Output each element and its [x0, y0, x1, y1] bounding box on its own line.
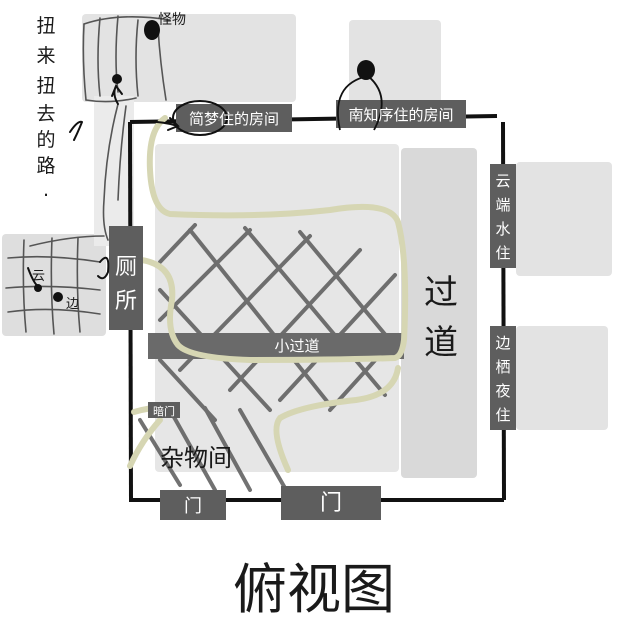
side-note-char: 来 [36, 45, 55, 67]
top-middle-room-block [349, 20, 441, 104]
monster-dot-small-icon [112, 74, 122, 84]
yun-dot-icon [34, 284, 42, 292]
toilet-char: 所 [115, 289, 137, 314]
bian-handwritten-label: 边 [66, 297, 79, 312]
secret-door-label: 暗门 [153, 404, 175, 418]
secret-door-label-box [148, 402, 180, 418]
nanzhiyu-dot-icon [357, 60, 375, 80]
right-top-room-block [516, 162, 612, 276]
right-bottom-room-block [516, 326, 608, 430]
scribble-marks [5, 15, 171, 335]
yunduan-char: 端 [495, 196, 510, 214]
nanzhiyu-room-label: 南知序住的房间 [348, 106, 453, 124]
door-left-box [160, 490, 226, 520]
hook-mark-icon [97, 256, 110, 280]
yunduan-char: 住 [495, 244, 510, 262]
door-left-label: 门 [184, 496, 202, 517]
bianqi-room-label: 边 栖 夜 住 [495, 334, 510, 424]
side-note-char: 路 [36, 155, 55, 177]
main-corridor-char: 道 [424, 323, 458, 363]
side-note-char: 扭 [36, 15, 55, 37]
jianmeng-room-label: 简梦住的房间 [189, 110, 279, 128]
main-corridor-label: 过 道 [424, 273, 458, 363]
bianqi-room-label-box [490, 326, 516, 430]
bianqi-char: 边 [495, 334, 510, 352]
yunduan-char: 水 [495, 220, 510, 238]
mark-7-icon [69, 120, 83, 141]
main-corridor-char: 过 [424, 273, 458, 313]
yunduan-room-label: 云 端 水 住 [495, 172, 510, 262]
door-right-label: 门 [320, 491, 342, 516]
label-boxes [109, 100, 516, 520]
side-note-char: 的 [36, 129, 55, 151]
toilet-label: 厕 所 [115, 255, 137, 314]
toilet-label-box [109, 226, 143, 330]
side-note-char: . [43, 179, 49, 201]
left-room-block [2, 234, 106, 336]
door-right-box [281, 486, 381, 520]
jianmeng-circle-mark [172, 100, 228, 136]
yunduan-room-label-box [490, 164, 516, 268]
bian-dot-icon [53, 292, 63, 302]
toilet-char: 厕 [115, 255, 137, 280]
side-note-char: 扭 [36, 75, 55, 97]
bianqi-char: 栖 [495, 358, 510, 376]
monster-handwritten-label: 怪物 [158, 12, 186, 28]
jianmeng-room-label-box [176, 104, 292, 132]
bianqi-char: 夜 [495, 382, 510, 400]
top-left-room-block [82, 14, 296, 102]
nanzhiyu-room-label-box [336, 100, 466, 128]
storage-room-label: 杂物间 [160, 444, 232, 472]
ink-dots [34, 20, 375, 302]
side-note: 扭 来 扭 去 的 路 . [36, 15, 55, 201]
small-corridor-label: 小过道 [274, 337, 319, 355]
curved-arrow-icon [111, 83, 123, 105]
main-corridor-panel [401, 148, 477, 478]
yun-handwritten-label: 云 [32, 269, 45, 284]
monster-dot-icon [144, 20, 160, 40]
arrow-to-jianmeng [134, 117, 180, 131]
ink-marks [27, 83, 180, 287]
diagram-title: 俯视图 [233, 558, 395, 621]
side-note-char: 去 [36, 103, 55, 125]
central-floor-panel [155, 144, 399, 472]
bianqi-char: 住 [495, 406, 510, 424]
yunduan-char: 云 [495, 172, 510, 190]
